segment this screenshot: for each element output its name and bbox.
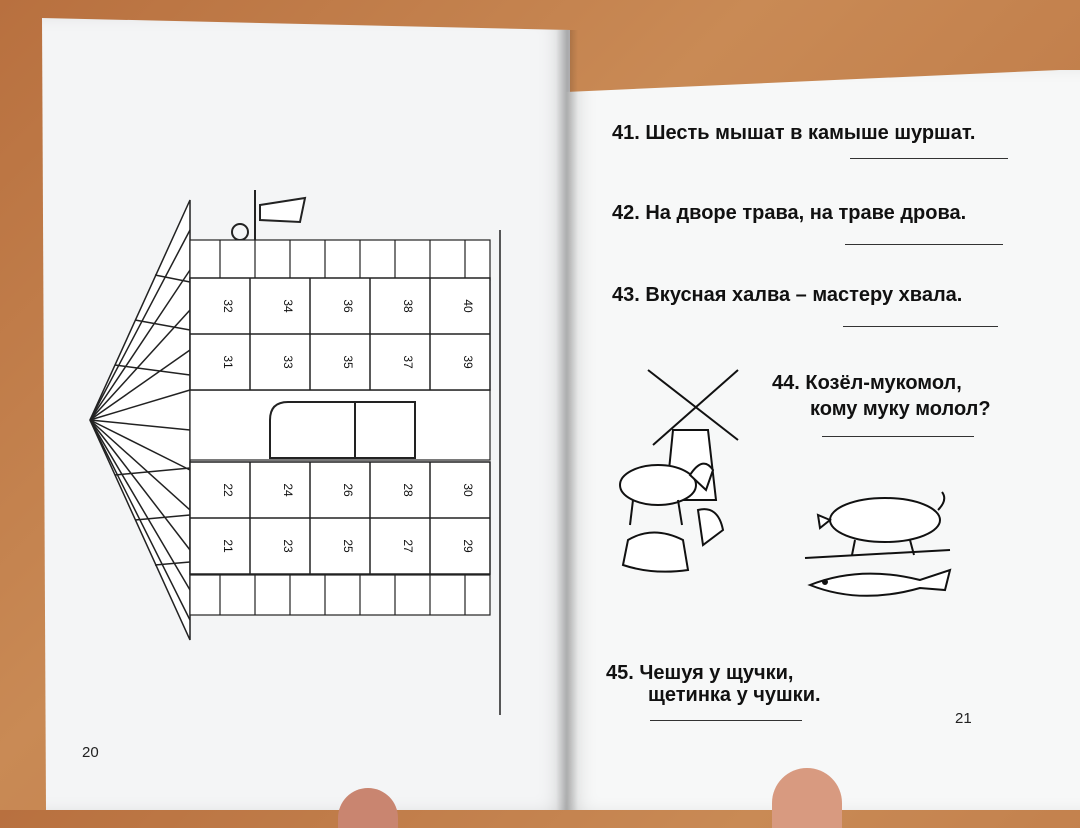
cell-number: 26 — [341, 483, 355, 497]
cell-number: 28 — [401, 483, 415, 497]
answer-line-41[interactable] — [850, 158, 1008, 159]
answer-line-45[interactable] — [650, 720, 802, 721]
cell-number: 27 — [401, 539, 415, 553]
brick-border — [189, 239, 491, 616]
right-page — [566, 70, 1080, 810]
lower-grid — [189, 461, 491, 575]
exercise-44-line2: кому муку молол? — [810, 398, 991, 420]
cell-number: 40 — [461, 299, 475, 313]
goat-windmill-illustration — [619, 369, 739, 573]
left-page-number: 20 — [82, 744, 99, 761]
exercise-41: 41. Шесть мышат в камыше шуршат. — [612, 122, 976, 144]
weather-vane — [231, 190, 307, 241]
book-spine — [556, 30, 578, 810]
answer-line-44[interactable] — [822, 436, 974, 437]
answer-line-42[interactable] — [845, 244, 1003, 245]
house-drawing: 32 31 34 33 36 35 38 37 40 39 22 21 24 2… — [89, 190, 501, 715]
cell-number: 23 — [281, 539, 295, 553]
window — [269, 401, 416, 459]
cell-number: 22 — [221, 483, 235, 497]
cell-number: 38 — [401, 299, 415, 313]
exercise-45-line1: 45. Чешуя у щучки, — [606, 662, 794, 684]
cell-number: 39 — [461, 355, 475, 369]
exercise-43: 43. Вкусная халва – мастеру хвала. — [612, 284, 963, 306]
exercise-42: 42. На дворе трава, на траве дрова. — [612, 202, 967, 224]
cell-number: 34 — [281, 299, 295, 313]
cell-number: 29 — [461, 539, 475, 553]
cell-number: 33 — [281, 355, 295, 369]
cell-number: 35 — [341, 355, 355, 369]
cell-number: 21 — [221, 539, 235, 553]
cell-number: 25 — [341, 539, 355, 553]
cell-number: 24 — [281, 483, 295, 497]
roof — [89, 199, 191, 641]
open-book: 32 31 34 33 36 35 38 37 40 39 22 21 24 2… — [42, 18, 1080, 828]
answer-line-43[interactable] — [843, 326, 998, 327]
upper-grid — [189, 277, 491, 391]
exercise-45-line2: щетинка у чушки. — [648, 684, 821, 706]
cell-number: 32 — [221, 299, 235, 313]
exercise-44-line1: 44. Козёл-мукомол, — [772, 372, 962, 394]
pig-pike-illustration — [804, 491, 952, 597]
right-page-number: 21 — [955, 710, 972, 727]
cell-number: 36 — [341, 299, 355, 313]
cell-number: 31 — [221, 355, 235, 369]
cell-number: 30 — [461, 483, 475, 497]
cell-number: 37 — [401, 355, 415, 369]
